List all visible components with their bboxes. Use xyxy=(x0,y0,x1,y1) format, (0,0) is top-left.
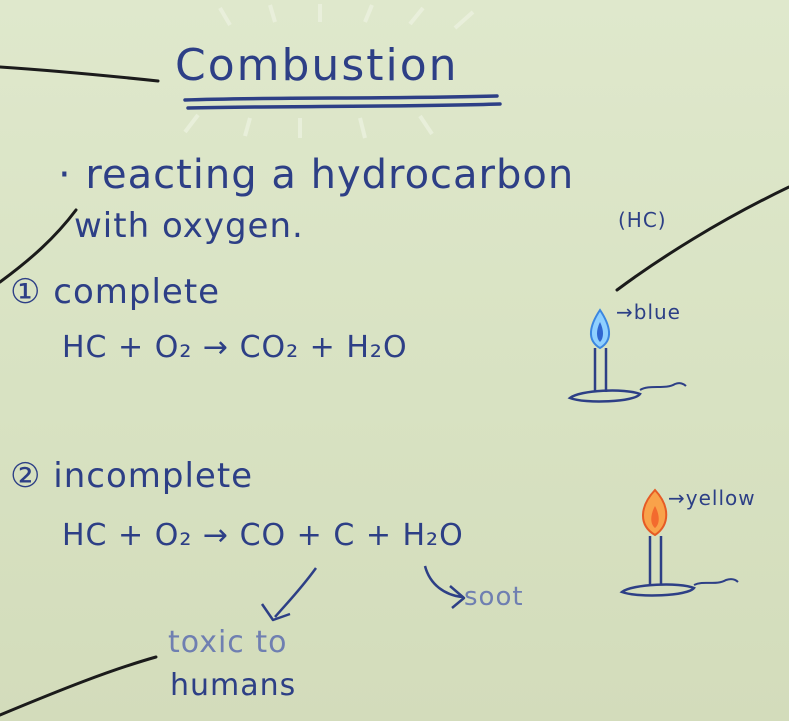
definition-abbreviation: (HC) xyxy=(618,208,667,232)
yellow-flame-label: →yellow xyxy=(668,486,756,510)
pointer-line-toxic xyxy=(0,655,158,717)
toxic-annotation-line-1: toxic to xyxy=(168,625,288,660)
incomplete-label: ② incomplete xyxy=(10,456,254,496)
toxic-annotation-line-2: humans xyxy=(170,668,297,703)
definition-line-2: with oxygen. xyxy=(74,206,304,246)
complete-equation: HC + O₂ → CO₂ + H₂O xyxy=(62,330,408,365)
complete-label: ① complete xyxy=(10,272,221,312)
title-underline-2 xyxy=(186,102,502,110)
incomplete-equation: HC + O₂ → CO + C + H₂O xyxy=(62,518,464,553)
pointer-line-blue-flame xyxy=(615,185,789,292)
page-title: Combustion xyxy=(175,40,459,91)
definition-line-1: · reacting a hydrocarbon xyxy=(58,152,575,198)
pointer-line-definition xyxy=(0,208,78,284)
soot-annotation: soot xyxy=(464,582,524,612)
bunsen-burner-blue xyxy=(567,308,687,403)
bunsen-burner-yellow xyxy=(619,488,739,597)
arrow-to-toxic xyxy=(274,567,318,618)
blue-flame-label: →blue xyxy=(616,300,681,324)
arrow-to-soot xyxy=(423,565,463,599)
title-highlight-rays xyxy=(183,4,475,139)
pointer-line-title xyxy=(0,65,160,83)
arrow-to-toxic-head xyxy=(260,603,291,622)
arrow-to-soot-head xyxy=(449,585,466,609)
title-underline-1 xyxy=(183,94,499,102)
